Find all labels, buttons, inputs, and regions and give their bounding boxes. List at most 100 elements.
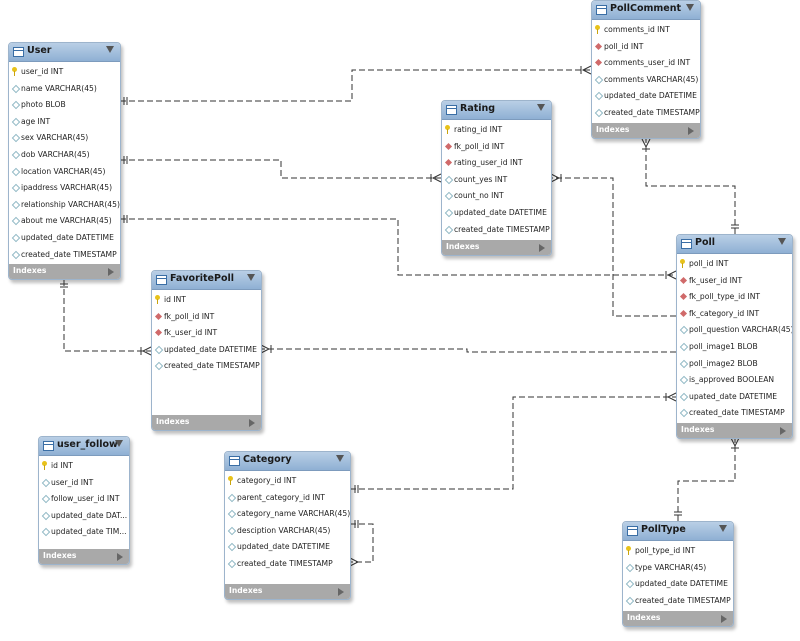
column-row[interactable]: comments_id INT: [592, 22, 700, 39]
column-row[interactable]: fk_user_id INT: [677, 273, 792, 290]
column-row[interactable]: dob VARCHAR(45): [9, 147, 120, 164]
column-row[interactable]: updated_date DATETIME: [623, 576, 733, 593]
column-row[interactable]: updated_date DATETIME: [225, 539, 350, 556]
column-row[interactable]: created_date TIMESTAMP: [442, 222, 551, 239]
indexes-bar[interactable]: Indexes: [152, 415, 261, 430]
column-row[interactable]: created_date TIMESTAMP: [225, 556, 350, 573]
column-row[interactable]: fk_poll_id INT: [152, 309, 261, 326]
column-row[interactable]: location VARCHAR(45): [9, 164, 120, 181]
column-row[interactable]: is_approved BOOLEAN: [677, 372, 792, 389]
indexes-bar[interactable]: Indexes: [442, 240, 551, 255]
table-header[interactable]: PollComment: [592, 1, 700, 20]
column-row[interactable]: fk_category_id INT: [677, 306, 792, 323]
expand-arrow-icon[interactable]: [249, 419, 255, 427]
column-row[interactable]: sex VARCHAR(45): [9, 130, 120, 147]
column-row[interactable]: fk_poll_type_id INT: [677, 289, 792, 306]
column-row[interactable]: category_id INT: [225, 473, 350, 490]
column-row[interactable]: rating_id INT: [442, 122, 551, 139]
column-row[interactable]: updated_date DATETIME: [442, 205, 551, 222]
column-row[interactable]: fk_user_id INT: [152, 325, 261, 342]
collapse-arrow-icon[interactable]: [336, 455, 344, 462]
column-icon: [154, 362, 164, 371]
column-row[interactable]: count_yes INT: [442, 172, 551, 189]
indexes-bar[interactable]: Indexes: [592, 123, 700, 138]
column-row[interactable]: poll_id INT: [592, 39, 700, 56]
column-row[interactable]: desciption VARCHAR(45): [225, 523, 350, 540]
column-row[interactable]: poll_image1 BLOB: [677, 339, 792, 356]
table-header[interactable]: Rating: [442, 101, 551, 120]
column-row[interactable]: follow_user_id INT: [39, 491, 129, 508]
expand-arrow-icon[interactable]: [721, 615, 727, 623]
column-row[interactable]: name VARCHAR(45): [9, 81, 120, 98]
indexes-bar[interactable]: Indexes: [677, 423, 792, 438]
rel-category-self: [350, 523, 374, 563]
column-row[interactable]: created_date TIMESTAMP: [677, 405, 792, 422]
column-row[interactable]: poll_id INT: [677, 256, 792, 273]
column-row[interactable]: age INT: [9, 114, 120, 131]
column-row[interactable]: user_id INT: [39, 475, 129, 492]
column-row[interactable]: created_date TIMESTAMP: [9, 247, 120, 264]
column-row[interactable]: updated_date DATETIME: [152, 342, 261, 359]
collapse-arrow-icon[interactable]: [537, 104, 545, 111]
collapse-arrow-icon[interactable]: [106, 46, 114, 53]
expand-arrow-icon[interactable]: [539, 244, 545, 252]
column-label: created_date TIMESTAMP: [454, 224, 550, 234]
expand-arrow-icon[interactable]: [780, 427, 786, 435]
column-row[interactable]: about me VARCHAR(45): [9, 213, 120, 230]
foreign-key-icon: [154, 312, 163, 320]
expand-arrow-icon[interactable]: [338, 588, 344, 596]
expand-arrow-icon[interactable]: [117, 553, 123, 561]
table-header[interactable]: Category: [225, 452, 350, 471]
column-row[interactable]: poll_type_id INT: [623, 543, 733, 560]
column-row[interactable]: parent_category_id INT: [225, 490, 350, 507]
column-row[interactable]: comments_user_id INT: [592, 55, 700, 72]
collapse-arrow-icon[interactable]: [247, 274, 255, 281]
table-header[interactable]: Poll: [677, 235, 792, 254]
column-row[interactable]: category_name VARCHAR(45): [225, 506, 350, 523]
collapse-arrow-icon[interactable]: [719, 525, 727, 532]
column-row[interactable]: id INT: [152, 292, 261, 309]
column-row[interactable]: photo BLOB: [9, 97, 120, 114]
column-row[interactable]: id INT: [39, 458, 129, 475]
indexes-bar[interactable]: Indexes: [39, 549, 129, 564]
column-row[interactable]: poll_image2 BLOB: [677, 356, 792, 373]
collapse-arrow-icon[interactable]: [778, 238, 786, 245]
column-row[interactable]: fk_poll_id INT: [442, 139, 551, 156]
column-row[interactable]: rating_user_id INT: [442, 155, 551, 172]
column-row[interactable]: updated_date DATETIME: [9, 230, 120, 247]
table-header[interactable]: FavoritePoll: [152, 271, 261, 290]
collapse-arrow-icon[interactable]: [686, 4, 694, 11]
column-row[interactable]: updated_date TIM...: [39, 524, 129, 541]
column-row[interactable]: created_date TIMESTAMP: [152, 358, 261, 375]
column-row[interactable]: user_id INT: [9, 64, 120, 81]
column-row[interactable]: type VARCHAR(45): [623, 560, 733, 577]
column-row[interactable]: created_date TIMESTAMP: [623, 593, 733, 610]
column-row[interactable]: ipaddress VARCHAR(45): [9, 180, 120, 197]
expand-arrow-icon[interactable]: [108, 268, 114, 276]
indexes-bar[interactable]: Indexes: [9, 264, 120, 279]
column-row[interactable]: relationship VARCHAR(45): [9, 197, 120, 214]
table-header[interactable]: user_follow: [39, 437, 129, 456]
table-header[interactable]: PollType: [623, 522, 733, 541]
column-row[interactable]: poll_question VARCHAR(45): [677, 322, 792, 339]
column-row[interactable]: count_no INT: [442, 188, 551, 205]
column-row[interactable]: upated_date DATETIME: [677, 389, 792, 406]
column-row[interactable]: updated_date DATETIME: [592, 88, 700, 105]
indexes-bar[interactable]: Indexes: [225, 584, 350, 599]
table-icon: [596, 5, 607, 15]
table-header[interactable]: User: [9, 43, 120, 62]
column-row[interactable]: comments VARCHAR(45): [592, 72, 700, 89]
column-row[interactable]: updated_date DAT...: [39, 508, 129, 525]
collapse-arrow-icon[interactable]: [115, 440, 123, 447]
column-row[interactable]: created_date TIMESTAMP: [592, 105, 700, 122]
indexes-bar[interactable]: Indexes: [623, 611, 733, 626]
expand-arrow-icon[interactable]: [688, 127, 694, 135]
